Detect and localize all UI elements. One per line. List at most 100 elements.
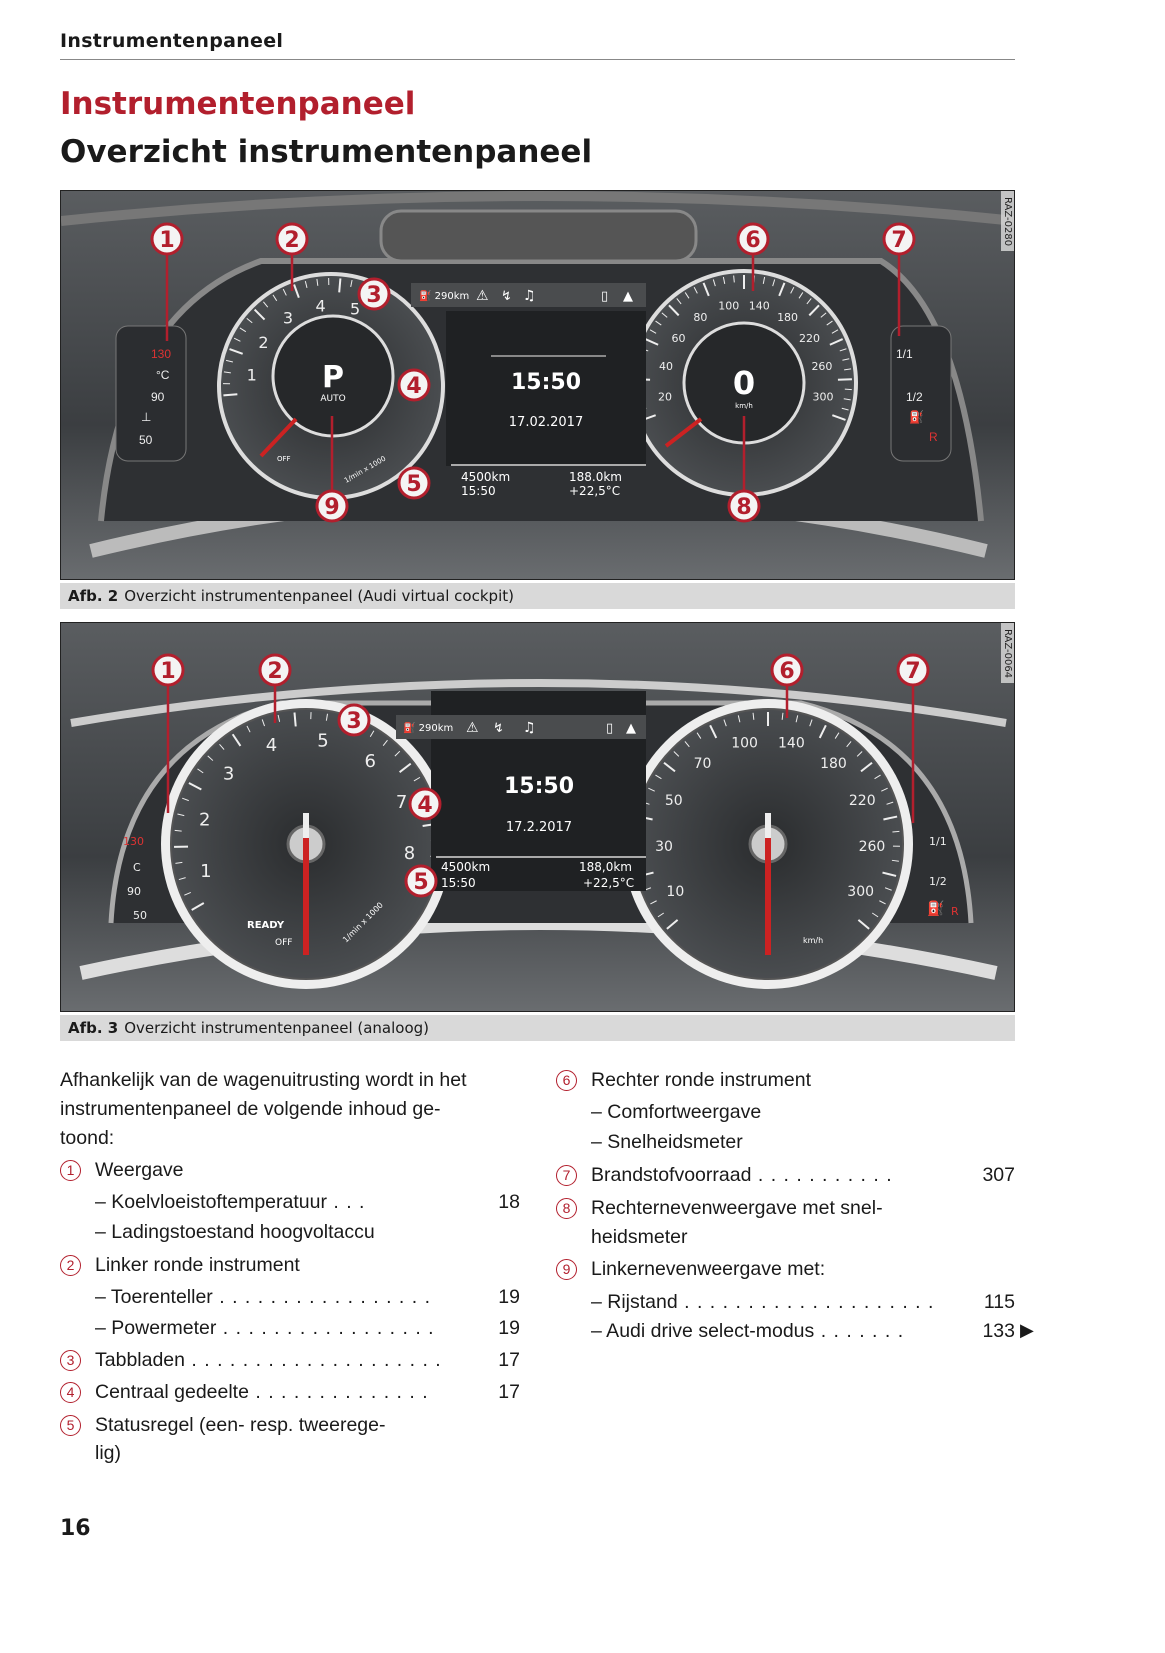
clock: 15:50: [504, 774, 574, 799]
gauge-tick-label: 260: [811, 360, 832, 373]
page-reference[interactable]: 19: [498, 1317, 520, 1339]
page-reference[interactable]: 307: [982, 1164, 1015, 1186]
music-tab-icon[interactable]: ♫: [523, 720, 536, 736]
speed-unit: km/h: [735, 402, 753, 410]
gauge-tick-label: 2: [258, 333, 268, 352]
phone-tab-icon[interactable]: ▯: [601, 289, 608, 304]
page-reference[interactable]: 133: [982, 1320, 1015, 1342]
navigation-tab-icon[interactable]: ▲: [623, 289, 633, 304]
tab-range[interactable]: ⛽ 290km: [419, 289, 469, 302]
gauge-tick: [886, 801, 894, 805]
gauge-tick: [846, 741, 852, 748]
fuel-icon: ⛽: [927, 900, 944, 917]
callout-number: 4: [406, 374, 421, 399]
page-reference[interactable]: 18: [498, 1191, 520, 1213]
legend-label: Rechternevenweergave met snel-: [591, 1197, 883, 1219]
gauge-tick-label: 4: [315, 297, 325, 316]
dot-leader: . . . . . . . . . . .: [751, 1164, 893, 1186]
callout-9: 9: [315, 416, 349, 523]
gauge-tick: [806, 298, 812, 305]
gauge-tick: [781, 712, 784, 720]
date: 17.2.2017: [506, 820, 572, 835]
legend-number-badge: 1: [60, 1160, 81, 1181]
callout-7: 7: [882, 222, 916, 336]
callout-6: 6: [736, 222, 770, 291]
intro-line: Afhankelijk van de wagenuitrusting wordt…: [60, 1069, 467, 1091]
gauge-tick: [316, 278, 319, 286]
gauge-tick: [382, 739, 388, 746]
legend-number-badge: 3: [60, 1350, 81, 1371]
right-panel-label: 1/1: [896, 347, 913, 361]
callout-number: 2: [284, 228, 299, 253]
gauge-tick-label: 70: [694, 756, 712, 772]
gauge-tick-label: 140: [778, 736, 805, 752]
gauge-tick: [304, 280, 308, 289]
legend-label: lig): [95, 1442, 122, 1464]
legend-item: – Powermeter . . . . . . . . . . . . . .…: [60, 1314, 435, 1342]
left-panel-label: 50: [133, 909, 147, 922]
gauge-tick: [879, 900, 886, 905]
gauge-tick: [696, 732, 702, 739]
legend-label: – Rijstand: [591, 1291, 678, 1313]
assist-tab-icon[interactable]: ↯: [493, 721, 504, 736]
legend-number-badge: 6: [556, 1070, 577, 1091]
gauge-tick: [177, 813, 185, 817]
dot-leader: . . . . . . . . . . . . . .: [248, 1381, 429, 1403]
gauge-tick-label: 4: [266, 735, 277, 756]
gauge-tick: [673, 751, 680, 757]
callout-2: 2: [275, 222, 309, 291]
legend-item: heidsmeter: [556, 1223, 687, 1251]
callout-number: 3: [366, 283, 381, 308]
gauge-tick: [676, 298, 682, 305]
gauge-tick-label: 6: [364, 751, 375, 772]
music-tab-icon[interactable]: ♫: [523, 288, 536, 304]
callout-number: 7: [891, 228, 906, 253]
gauge-tick: [772, 279, 776, 287]
clock: 15:50: [511, 370, 581, 395]
gauge-tick-label: 1: [200, 861, 211, 882]
gauge-tick: [229, 348, 244, 355]
navigation-tab-icon[interactable]: ▲: [626, 721, 636, 736]
tab-range[interactable]: ⛽ 290km: [403, 721, 453, 734]
gauge-tick: [702, 282, 710, 297]
page-reference[interactable]: 19: [498, 1286, 520, 1308]
caption-text: Overzicht instrumentenpaneel (Audi virtu…: [124, 587, 514, 605]
legend-number-badge: 4: [60, 1382, 81, 1403]
gauge-tick: [394, 750, 401, 757]
gauge-tick: [178, 877, 186, 881]
legend-label: Rechter ronde instrument: [591, 1069, 812, 1091]
callout-number: 6: [779, 659, 794, 684]
gauge-tick: [752, 712, 755, 720]
phone-tab-icon[interactable]: ▯: [606, 721, 613, 736]
continue-arrow-icon: ▶: [1020, 1320, 1034, 1341]
left-panel-label: 130: [123, 835, 144, 848]
page-reference[interactable]: 115: [983, 1291, 1015, 1313]
gauge-tick-label: 100: [718, 299, 739, 312]
legend-item: – Audi drive select-modus . . . . . . .: [556, 1317, 904, 1345]
gear-mode: AUTO: [320, 394, 345, 404]
callout-number: 1: [159, 228, 174, 253]
gauge-tick: [231, 733, 242, 747]
page-reference[interactable]: 17: [498, 1349, 520, 1371]
gauge-tick: [184, 892, 191, 896]
warning-tab-icon[interactable]: ⚠: [466, 720, 479, 736]
gauge-tick: [661, 312, 668, 318]
page-reference[interactable]: 17: [498, 1381, 520, 1403]
legend-item: 6 Rechter ronde instrument: [556, 1066, 811, 1094]
gauge-tick: [175, 861, 183, 864]
right-panel-label: R: [929, 430, 938, 444]
gauge-tick: [293, 712, 297, 727]
gauge-tick: [891, 859, 899, 862]
left-panel-label: °C: [156, 368, 170, 382]
assist-tab-icon[interactable]: ↯: [501, 289, 512, 304]
gauge-tick: [648, 787, 655, 792]
warning-tab-icon[interactable]: ⚠: [476, 288, 489, 304]
gauge-tick: [798, 292, 804, 299]
gauge-tick-label: 5: [350, 300, 360, 319]
gauge-tick: [790, 286, 795, 294]
legend-number-badge: 8: [556, 1198, 577, 1219]
status-temperature: +22,5°C: [583, 876, 634, 890]
right-panel-label: R: [951, 905, 959, 918]
